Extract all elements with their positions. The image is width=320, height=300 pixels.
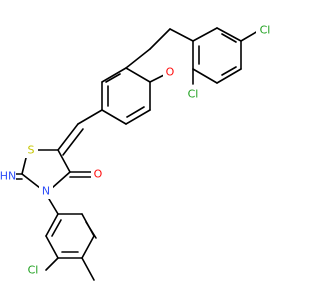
atom-labels-layer: O Cl Cl S O HN N Cl xyxy=(0,22,274,278)
bond xyxy=(216,27,242,42)
sulfur-label: S xyxy=(28,144,35,157)
bond xyxy=(77,109,103,125)
bond xyxy=(192,27,218,42)
bond xyxy=(149,28,171,50)
bond xyxy=(221,66,237,76)
bond xyxy=(62,128,84,156)
bond xyxy=(81,257,95,281)
bond xyxy=(221,33,237,43)
bond xyxy=(45,213,59,237)
bond xyxy=(57,149,71,173)
bond xyxy=(45,257,59,271)
imine-nitrogen-label: HN xyxy=(0,170,16,183)
bond xyxy=(101,109,127,125)
bond xyxy=(21,157,27,175)
ether-oxygen-label: O xyxy=(166,66,175,79)
carbonyl-oxygen-label: O xyxy=(94,168,103,181)
bond xyxy=(192,68,218,84)
bond xyxy=(57,123,79,151)
molecule-structure-diagram: O Cl Cl S O HN N Cl xyxy=(0,22,274,281)
bond xyxy=(125,109,151,125)
bond xyxy=(21,173,41,189)
chlorine-top-label: Cl xyxy=(260,24,271,37)
bond xyxy=(51,171,71,189)
bond xyxy=(169,28,194,42)
bond xyxy=(51,219,62,237)
bond xyxy=(45,235,59,259)
chlorine-bottom-label: Cl xyxy=(28,264,39,277)
ring-nitrogen-label: N xyxy=(42,185,50,198)
bond xyxy=(81,235,95,259)
bond xyxy=(125,48,151,69)
bond xyxy=(125,67,151,83)
bond xyxy=(126,106,145,118)
bond xyxy=(105,73,121,83)
chlorine-ortho-label: Cl xyxy=(188,88,199,101)
bond xyxy=(101,67,127,83)
bond xyxy=(216,68,242,84)
bond xyxy=(240,30,259,42)
